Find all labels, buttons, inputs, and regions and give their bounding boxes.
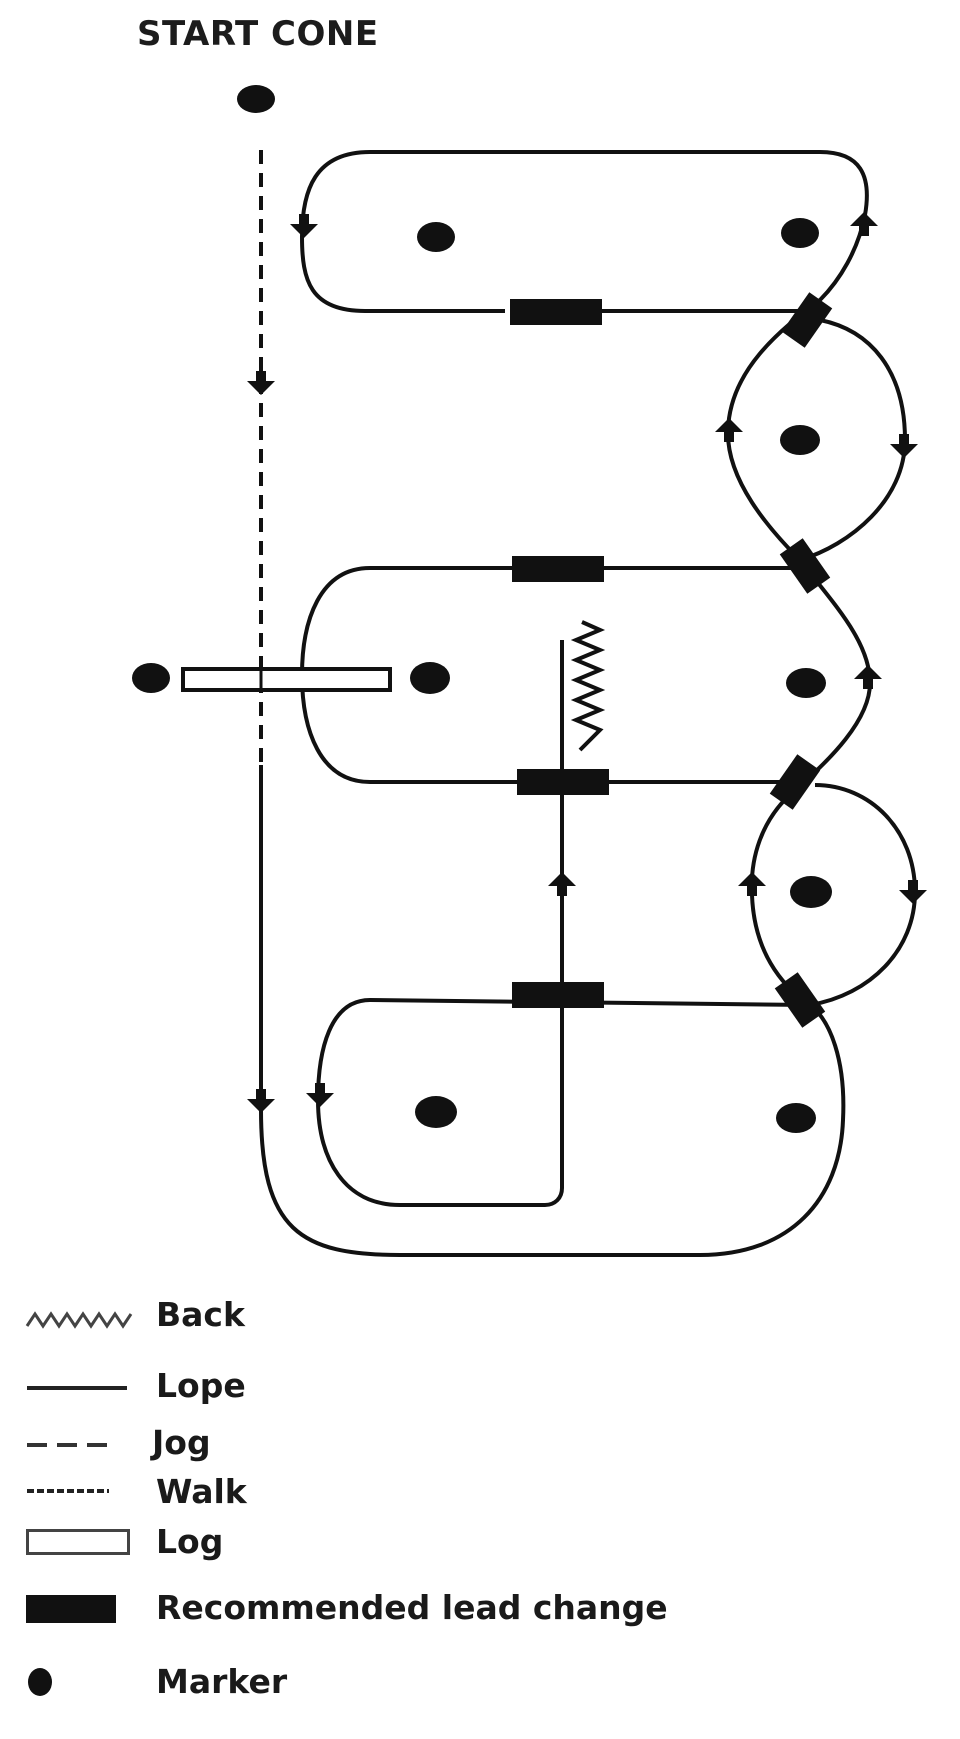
marker-icon: [415, 1096, 457, 1128]
arrow-down-icon: [890, 434, 918, 458]
log-outline-rect-icon: [26, 1529, 130, 1555]
walk-dotted-line-icon: [27, 1489, 109, 1493]
arrow-up-icon: [854, 665, 882, 689]
back-zigzag-path: [570, 620, 606, 752]
marker-icon: [781, 218, 819, 248]
lead-change-lower-right: [774, 972, 826, 1028]
lead-change-middle-right-upper: [779, 538, 831, 594]
legend-label-lope: Lope: [156, 1366, 246, 1405]
marker-icon: [780, 425, 820, 455]
lead-change-middle-bottom: [517, 769, 609, 795]
marker-icon: [776, 1103, 816, 1133]
jog-dashed-line-icon: [27, 1443, 109, 1447]
lope-solid-line-icon: [27, 1386, 127, 1390]
lower-circle-path: [749, 783, 918, 1008]
marker-dot-icon: [28, 1668, 52, 1696]
marker-icon: [786, 668, 826, 698]
marker-icon: [410, 662, 450, 694]
arrow-down-icon: [290, 214, 318, 238]
arrow-up-icon: [738, 872, 766, 896]
legend-label-marker: Marker: [156, 1662, 288, 1701]
back-zigzag-swatch-icon: [25, 1311, 133, 1329]
marker-icon: [790, 876, 832, 908]
lead-change-middle-right-lower: [769, 754, 821, 810]
arrow-up-icon: [715, 418, 743, 442]
arrow-down-icon: [247, 371, 275, 395]
marker-icon: [132, 663, 170, 693]
lower-loop-path: [315, 640, 811, 1207]
arrow-down-icon: [306, 1083, 334, 1107]
arrow-down-icon: [247, 1089, 275, 1113]
lead-change-filled-rect-icon: [26, 1595, 116, 1623]
marker-icon: [237, 85, 275, 113]
arrow-up-icon: [850, 212, 878, 236]
upper-circle-path: [725, 298, 908, 563]
legend-label-walk: Walk: [156, 1472, 247, 1511]
log-obstacle: [181, 667, 392, 692]
lead-change-top: [510, 299, 602, 325]
legend-label-log: Log: [156, 1522, 224, 1561]
lead-change-top-right: [781, 292, 833, 348]
marker-icon: [417, 222, 455, 252]
legend-label-lead-change: Recommended lead change: [156, 1588, 668, 1627]
legend-label-back: Back: [156, 1295, 245, 1334]
legend-label-jog: Jog: [152, 1423, 211, 1462]
arrow-down-icon: [899, 880, 927, 904]
lead-change-middle-top: [512, 556, 604, 582]
start-cone-title: START CONE: [137, 14, 379, 54]
arrow-up-icon: [548, 872, 576, 896]
outer-bottom-loop-path: [259, 1003, 846, 1257]
lead-change-lower-top: [512, 982, 604, 1008]
reining-pattern-diagram: [132, 85, 927, 1257]
